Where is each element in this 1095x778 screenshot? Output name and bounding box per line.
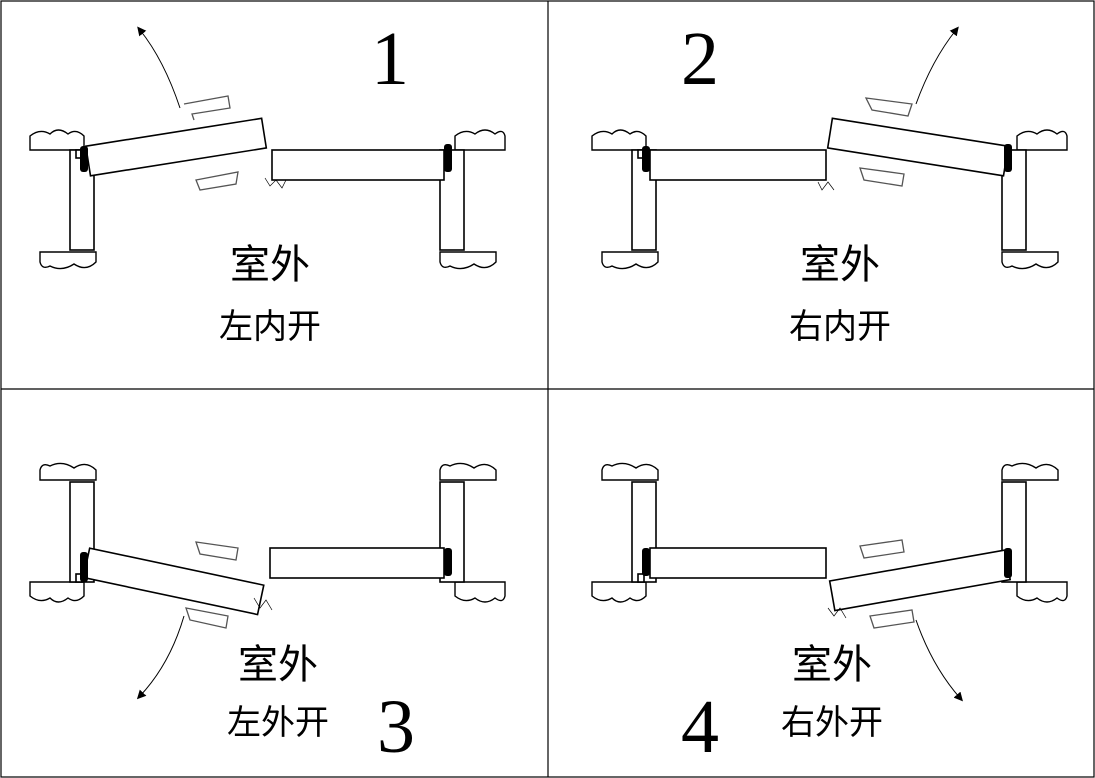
panel-number: 1 <box>371 17 409 101</box>
opening-type-label: 左内开 <box>219 307 321 347</box>
seal-strip <box>827 607 847 619</box>
opening-type-label: 右外开 <box>781 703 883 743</box>
handle-icon <box>864 97 913 117</box>
seal-strip <box>253 597 273 611</box>
panel-number: 4 <box>681 685 719 769</box>
left-jamb <box>591 462 659 603</box>
hinge-icon <box>80 552 88 582</box>
right-jamb <box>439 462 506 603</box>
hinge-icon <box>1004 548 1012 578</box>
opening-door-leaf <box>828 549 1012 612</box>
panel-2: 2 室外 右内开 <box>591 17 1068 347</box>
handle-icon <box>859 539 905 559</box>
handle-icon <box>183 95 231 121</box>
side-label: 室外 <box>230 242 310 288</box>
fixed-door-leaf <box>269 547 445 579</box>
hinge-icon <box>1004 144 1012 172</box>
side-label: 室外 <box>800 242 880 288</box>
right-jamb <box>1001 462 1068 603</box>
seal-strip <box>264 177 287 189</box>
side-label: 室外 <box>792 642 872 688</box>
panel-3: 室外 左外开 3 <box>29 462 506 769</box>
side-label: 室外 <box>238 642 318 688</box>
panel-1: 1 室外 左内开 <box>29 17 506 347</box>
swing-arrow-icon <box>915 26 959 105</box>
hinge-icon <box>80 146 88 172</box>
seal-strip <box>817 181 835 191</box>
handle-icon <box>195 541 239 561</box>
opening-door-leaf <box>84 117 268 177</box>
swing-arrow-icon <box>136 615 185 700</box>
panel-4: 4 室外 右外开 <box>591 462 1068 769</box>
fixed-door-leaf <box>649 547 827 579</box>
panel-number: 2 <box>681 17 719 101</box>
opening-type-label: 右内开 <box>789 307 891 347</box>
fixed-door-leaf <box>271 149 445 181</box>
swing-arrow-icon <box>137 26 181 109</box>
opening-type-label: 左外开 <box>227 703 329 743</box>
opening-door-leaf <box>826 117 1010 177</box>
panel-number: 3 <box>377 685 415 769</box>
fixed-door-leaf <box>649 149 827 181</box>
swing-arrow-icon <box>915 619 963 702</box>
